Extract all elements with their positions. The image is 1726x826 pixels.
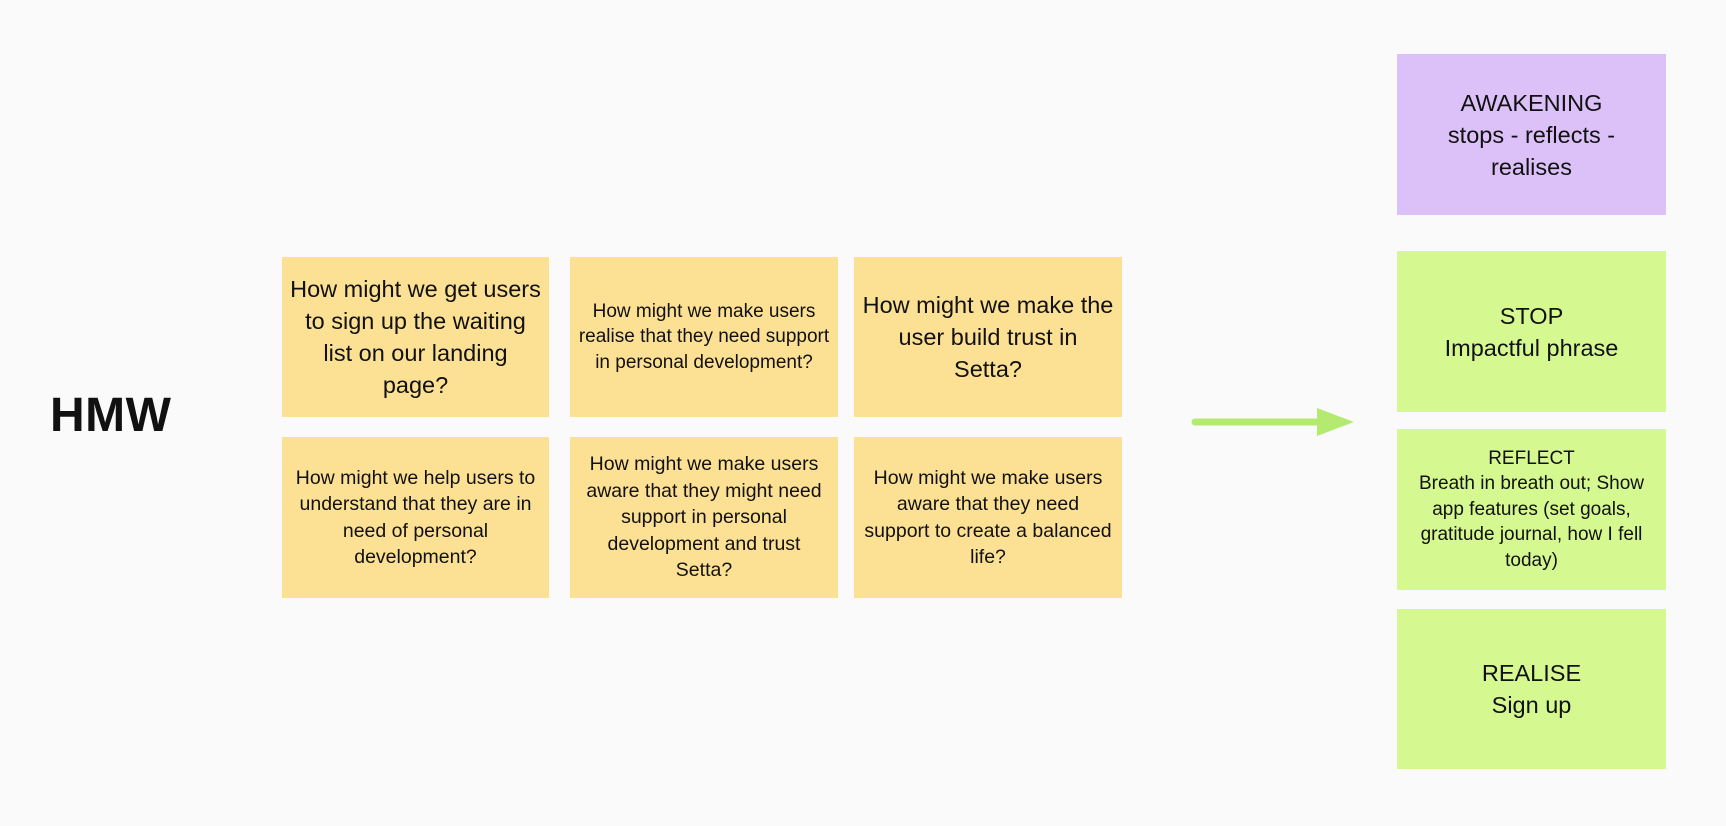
realise-sticky-note[interactable]: REALISE Sign up — [1397, 609, 1666, 769]
realise-text: Sign up — [1491, 692, 1572, 718]
hmw-sticky-note[interactable]: How might we make users realise that the… — [570, 257, 838, 417]
sticky-note-text: How might we make users aware that they … — [586, 453, 822, 582]
reflect-text: Breath in breath out; Show app features … — [1419, 473, 1644, 571]
stop-text: Impactful phrase — [1444, 334, 1619, 361]
hmw-sticky-note[interactable]: How might we make users aware that they … — [570, 437, 838, 598]
awakening-text: stops - reflects - realises — [1447, 121, 1616, 180]
hmw-sticky-note[interactable]: How might we make users aware that they … — [854, 437, 1122, 598]
reflect-title: REFLECT — [1488, 447, 1575, 469]
hmw-sticky-note[interactable]: How might we help users to understand th… — [282, 437, 549, 598]
reflect-sticky-note[interactable]: REFLECT Breath in breath out; Show app f… — [1397, 429, 1666, 590]
hmw-sticky-note[interactable]: How might we get users to sign up the wa… — [282, 257, 549, 417]
sticky-note-text: How might we get users to sign up the wa… — [290, 276, 541, 398]
hmw-heading: HMW — [50, 389, 172, 442]
flow-arrow-head — [1317, 408, 1354, 436]
flow-arrow — [1191, 408, 1354, 436]
hmw-sticky-note[interactable]: How might we make the user build trust i… — [854, 257, 1122, 417]
stop-sticky-note[interactable]: STOP Impactful phrase — [1397, 251, 1666, 412]
stop-title: STOP — [1499, 302, 1564, 329]
sticky-note-text: How might we make users aware that they … — [864, 466, 1112, 569]
realise-title: REALISE — [1481, 660, 1582, 686]
sticky-note-text: How might we make users realise that the… — [578, 300, 830, 373]
sticky-note-text: How might we make the user build trust i… — [862, 292, 1114, 382]
awakening-title: AWAKENING — [1460, 89, 1603, 116]
sticky-note-text: How might we help users to understand th… — [295, 466, 536, 569]
awakening-sticky-note[interactable]: AWAKENING stops - reflects - realises — [1397, 54, 1666, 215]
